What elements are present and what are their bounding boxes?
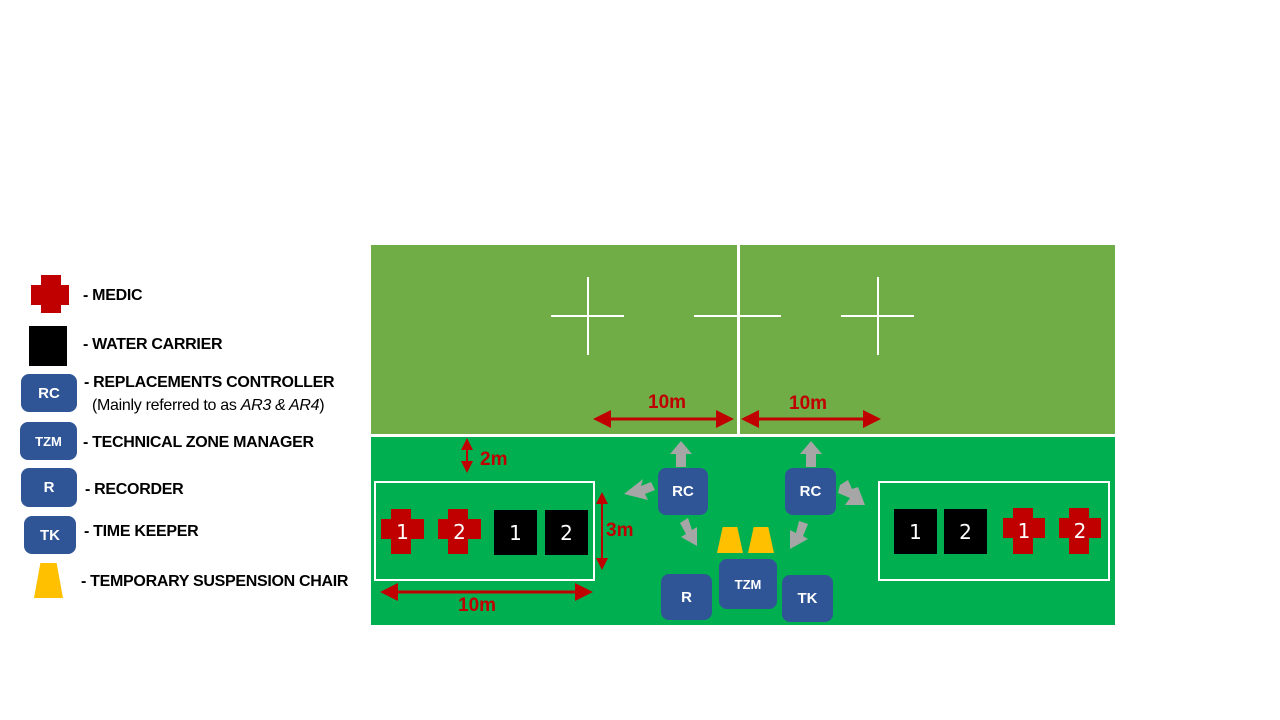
playing-field <box>371 245 1115 435</box>
legend-label-recorder: - RECORDER <box>85 481 184 498</box>
legend-label-water-carrier: - WATER CARRIER <box>83 336 223 353</box>
movement-arrow-rc-right-down <box>790 521 808 549</box>
recorder-text: R <box>681 588 692 606</box>
dim-label-halfway-right: 10m <box>789 393 828 414</box>
right-team-zone <box>878 481 1110 581</box>
movement-arrow-rc-right-right <box>838 480 865 505</box>
water-carrier-square-icon <box>29 326 67 366</box>
legend-label-time-keeper: - TIME KEEPER <box>84 523 199 540</box>
dim-label-zone-depth: 3m <box>606 520 634 541</box>
legend-label-replacements-controller: - REPLACEMENTS CONTROLLER <box>84 374 335 391</box>
rc-left-text: RC <box>672 483 694 500</box>
touchline <box>371 434 1115 437</box>
tzm-badge-text: TZM <box>35 433 62 449</box>
r-badge-icon: R <box>21 468 77 507</box>
left-medic-2: 2 <box>438 509 481 554</box>
water-carrier-number: 1 <box>909 519 922 544</box>
tzm-text: TZM <box>734 576 762 592</box>
medic-number: 2 <box>1073 519 1087 543</box>
water-carrier-number: 1 <box>509 520 522 545</box>
legend-sublabel-replacements-controller: (Mainly referred to as AR3 & AR4) <box>92 397 325 415</box>
legend-label-medic: - MEDIC <box>83 287 143 304</box>
water-carrier-number: 2 <box>560 520 573 545</box>
recorder-badge: R <box>661 574 712 620</box>
tk-badge-text: TK <box>40 526 60 544</box>
r-badge-text: R <box>43 479 55 496</box>
left-water-carrier-1: 1 <box>494 510 537 555</box>
left-medic-1: 1 <box>381 509 424 554</box>
tzm-badge: TZM <box>719 559 777 609</box>
mark-right-vertical <box>877 277 879 355</box>
legend-label-technical-zone-manager: - TECHNICAL ZONE MANAGER <box>83 434 314 451</box>
left-team-zone <box>374 481 595 581</box>
movement-arrow-rc-right-up <box>800 441 822 467</box>
movement-arrow-rc-left-down <box>680 518 697 546</box>
dim-label-halfway-left: 10m <box>648 392 687 413</box>
time-keeper-badge: TK <box>782 575 833 622</box>
rc-right-badge: RC <box>785 468 836 515</box>
halfway-line <box>737 245 740 435</box>
medic-cross-icon <box>31 275 69 313</box>
mark-left-vertical <box>587 277 589 355</box>
rc-left-badge: RC <box>658 468 708 515</box>
water-carrier-number: 2 <box>959 519 972 544</box>
medic-number: 2 <box>453 519 466 544</box>
dim-label-zone-length: 10m <box>458 595 497 616</box>
movement-arrow-rc-left-left <box>624 479 655 500</box>
right-water-carrier-2: 2 <box>944 509 987 554</box>
medic-number: 1 <box>1017 519 1031 543</box>
medic-number: 1 <box>396 519 409 544</box>
right-medic-1: 1 <box>1003 508 1045 554</box>
tk-badge-icon: TK <box>24 516 76 554</box>
left-water-carrier-2: 2 <box>545 510 588 555</box>
rc-badge-text: RC <box>38 384 60 402</box>
sub-prefix: (Mainly referred to as <box>92 397 241 414</box>
time-keeper-text: TK <box>797 590 818 607</box>
sub-suffix: ) <box>319 397 325 414</box>
rc-badge-icon: RC <box>21 374 77 412</box>
dim-label-offset: 2m <box>480 449 508 470</box>
rc-right-text: RC <box>799 483 822 500</box>
right-water-carrier-1: 1 <box>894 509 937 554</box>
legend-label-suspension-chair: - TEMPORARY SUSPENSION CHAIR <box>81 573 349 590</box>
sub-italic: AR3 & AR4 <box>240 397 320 414</box>
movement-arrow-rc-left-up <box>670 441 692 467</box>
tzm-badge-icon: TZM <box>20 422 77 460</box>
right-medic-2: 2 <box>1059 508 1101 554</box>
mark-center-horizontal <box>694 315 781 317</box>
